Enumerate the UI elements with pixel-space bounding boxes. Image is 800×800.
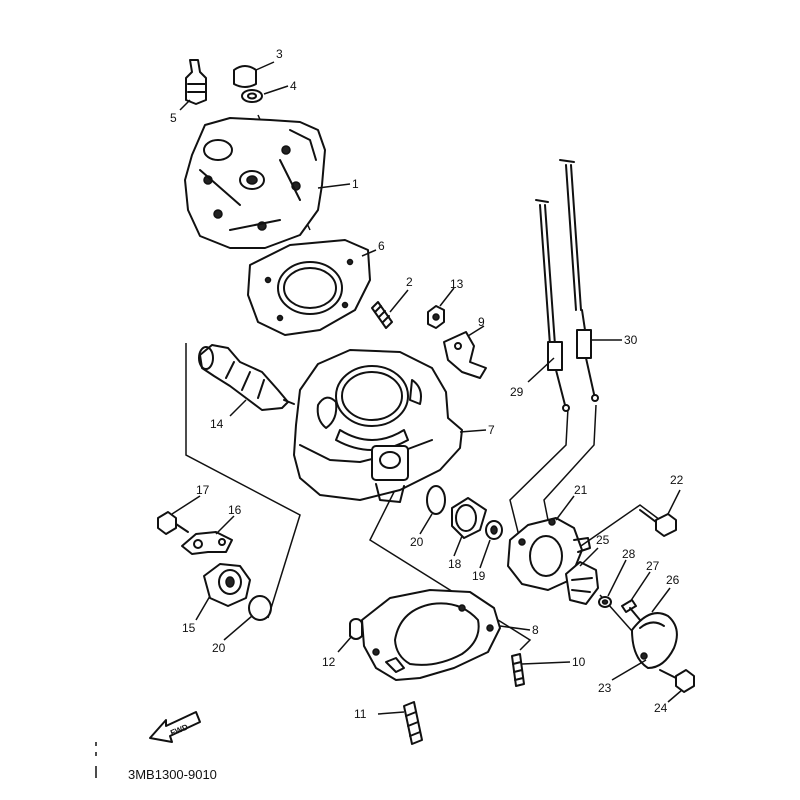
callout-26: 26: [666, 573, 680, 587]
callout-2: 2: [406, 275, 413, 289]
callout-22: 22: [670, 473, 684, 487]
control-cable-30: [559, 159, 599, 402]
bracket: [443, 331, 487, 379]
callout-4: 4: [290, 79, 297, 93]
callout-3: 3: [276, 47, 283, 61]
callout-8: 8: [532, 623, 539, 637]
collar: [485, 520, 503, 540]
pulley: [565, 561, 599, 605]
o-ring-lower: [248, 595, 272, 621]
callout-5: 5: [170, 111, 177, 125]
small-screw: [621, 599, 641, 621]
bolt-24: [659, 669, 695, 693]
callout-19: 19: [472, 569, 486, 583]
lever: [181, 531, 233, 555]
callout-leaders: [171, 61, 683, 715]
callout-15: 15: [182, 621, 196, 635]
callout-21: 21: [574, 483, 588, 497]
exhaust-valve: [198, 344, 295, 411]
callout-29: 29: [510, 385, 524, 399]
washer: [241, 89, 263, 103]
spark-plug: [185, 59, 207, 105]
catalog-code: 3MB1300-9010: [128, 767, 217, 782]
cap-nut: [233, 65, 257, 88]
callout-25: 25: [596, 533, 610, 547]
valve-holder: [203, 563, 251, 607]
callout-11: 11: [354, 707, 367, 721]
callout-28: 28: [622, 547, 636, 561]
bolt-17: [157, 511, 189, 535]
dowel-pin: [349, 618, 363, 640]
callout-13: 13: [450, 277, 464, 291]
head-gasket: [247, 239, 371, 336]
callout-6: 6: [378, 239, 385, 253]
valve-cover: [631, 612, 678, 669]
callout-9: 9: [478, 315, 485, 329]
callout-18: 18: [448, 557, 462, 571]
bolt-22: [639, 509, 677, 537]
stud-bolt: [371, 301, 393, 329]
cylinder-head: [184, 117, 326, 249]
hex-nut: [427, 305, 445, 329]
small-washer: [598, 596, 612, 608]
callout-23: 23: [598, 681, 612, 695]
stud-10: [511, 653, 525, 687]
bushing: [451, 497, 487, 539]
callout-7: 7: [488, 423, 495, 437]
fwd-arrow-icon: FWD: [149, 711, 201, 743]
callout-numbers: 1 2 3 4 5 6 7 8 9 10 11 12 13 14 15 16 1…: [170, 47, 684, 721]
callout-20b: 20: [212, 641, 226, 655]
control-cable-29: [535, 199, 570, 412]
base-gasket: [361, 589, 501, 681]
callout-17: 17: [196, 483, 210, 497]
callout-14: 14: [210, 417, 224, 431]
callout-10: 10: [572, 655, 586, 669]
callout-20a: 20: [410, 535, 424, 549]
callout-30: 30: [624, 333, 638, 347]
o-ring-upper: [426, 485, 446, 515]
callout-1: 1: [352, 177, 359, 191]
callout-24: 24: [654, 701, 668, 715]
callout-16: 16: [228, 503, 242, 517]
callout-27: 27: [646, 559, 660, 573]
callout-12: 12: [322, 655, 336, 669]
stud-11: [403, 701, 423, 745]
cylinder: [293, 349, 463, 503]
